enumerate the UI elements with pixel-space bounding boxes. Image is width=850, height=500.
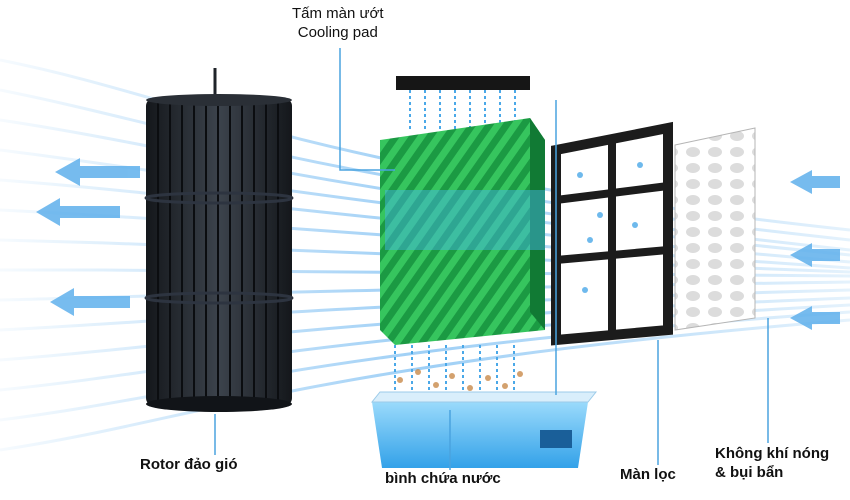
water-tank-label: bình chứa nước [385,470,501,487]
leader-lines [214,48,769,470]
cooling-pad-label-en: Cooling pad [297,24,378,41]
cooling-pad-label-vi: Tấm màn ướt [292,5,384,22]
filter-grid [551,121,673,346]
rotor-label: Rotor đảo gió [140,456,238,473]
filter-label: Màn lọc [620,466,676,483]
cooling-pad [380,76,545,395]
dust-mesh [674,127,756,331]
hot-air-label-line2: & bụi bẩn [715,464,784,481]
rotor [144,68,294,412]
cooling-pad-label: Tấm màn ướt Cooling pad [292,4,384,42]
hot-air-label-line1: Không khí nóng [715,445,830,462]
water-tank [370,391,598,468]
hot-air-label: Không khí nóng & bụi bẩn [715,444,829,482]
airflow-arrows [36,158,840,330]
